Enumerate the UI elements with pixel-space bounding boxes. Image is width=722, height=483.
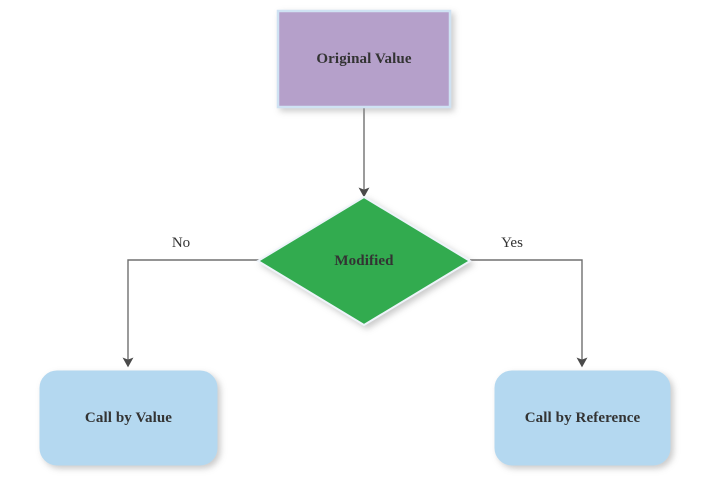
node-original-value[interactable] (278, 11, 450, 107)
node-layer (39, 9, 671, 466)
node-call-by-value[interactable] (40, 371, 217, 465)
edge-label-yes: Yes (501, 235, 523, 251)
node-call-by-reference-shape (494, 370, 671, 466)
node-modified[interactable] (258, 197, 470, 325)
edge-layer (122, 107, 588, 368)
node-call-by-value-shape (39, 370, 218, 466)
edge-modified-to-call-by-value (122, 259, 259, 368)
node-call-by-reference[interactable] (495, 371, 670, 465)
edge-label-no: No (171, 235, 191, 251)
node-original-value-shape (276, 9, 452, 109)
edge-modified-to-call-by-reference (470, 259, 588, 368)
node-modified-shape (256, 195, 472, 327)
